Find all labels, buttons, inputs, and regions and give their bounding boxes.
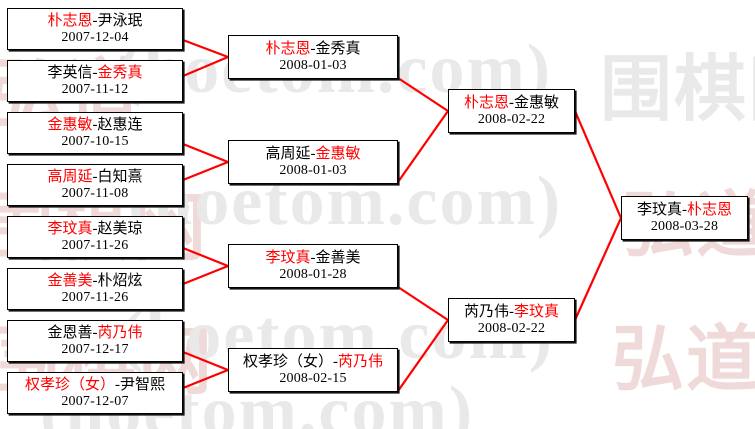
player-left: 李玟真 xyxy=(636,201,682,218)
separator: - xyxy=(92,64,98,81)
match-date: 2008-01-03 xyxy=(279,58,347,74)
player-right: 朴志恩 xyxy=(687,201,733,218)
match-date: 2007-11-08 xyxy=(61,186,129,202)
player-right: 尹智熙 xyxy=(120,376,166,393)
player-left: 朴志恩 xyxy=(265,40,311,57)
player-left: 李玟真 xyxy=(47,220,93,237)
match-date: 2007-11-26 xyxy=(61,238,129,254)
player-left: 朴志恩 xyxy=(463,94,509,111)
match-date: 2008-01-03 xyxy=(279,163,347,179)
separator: - xyxy=(92,168,98,185)
player-left: 李英信 xyxy=(47,64,93,81)
separator: - xyxy=(92,272,98,289)
player-right: 芮乃伟 xyxy=(338,353,384,370)
player-right: 尹泳珉 xyxy=(97,12,143,29)
match-box[interactable]: 金恩善-芮乃伟 2007-12-17 xyxy=(7,320,183,362)
match-players: 朴志恩-金秀真 xyxy=(265,41,360,57)
player-right: 芮乃伟 xyxy=(97,324,143,341)
match-box[interactable]: 朴志恩-尹泳珉 2007-12-04 xyxy=(7,8,183,50)
separator: - xyxy=(310,249,316,266)
watermark-text: 围棋网 xyxy=(600,50,755,130)
player-right: 李玟真 xyxy=(514,303,560,320)
match-box[interactable]: 李玟真-金善美 2008-01-28 xyxy=(228,244,398,288)
match-box[interactable]: 朴志恩-金惠敏 2008-02-22 xyxy=(448,89,575,133)
separator: - xyxy=(509,94,514,111)
match-players: 高周延-白知熹 xyxy=(47,169,142,185)
separator: - xyxy=(115,376,120,393)
player-right: 赵惠连 xyxy=(97,116,143,133)
separator: - xyxy=(682,201,687,218)
watermark-text: 弘道 xyxy=(612,320,755,400)
separator: - xyxy=(310,145,316,162)
separator: - xyxy=(509,303,514,320)
player-right: 金秀真 xyxy=(315,40,361,57)
match-players: 权孝珍（女）-尹智熙 xyxy=(25,377,165,393)
match-players: 权孝珍（女）-芮乃伟 xyxy=(243,354,383,370)
match-players: 李玟真-赵美琼 xyxy=(47,221,142,237)
match-date: 2007-11-12 xyxy=(61,82,129,98)
player-left: 金恩善 xyxy=(47,324,93,341)
match-box[interactable]: 金惠敏-赵惠连 2007-10-15 xyxy=(7,112,183,154)
match-date: 2007-12-04 xyxy=(61,30,129,46)
player-right: 朴炤炫 xyxy=(97,272,143,289)
match-box[interactable]: 朴志恩-金秀真 2008-01-03 xyxy=(228,35,398,79)
match-players: 金善美-朴炤炫 xyxy=(47,273,142,289)
match-date: 2008-02-22 xyxy=(477,321,546,337)
match-date: 2008-02-15 xyxy=(279,371,347,387)
match-box[interactable]: 李玟真-赵美琼 2007-11-26 xyxy=(7,216,183,258)
match-box[interactable]: 金善美-朴炤炫 2007-11-26 xyxy=(7,268,183,310)
match-players: 高周延-金惠敏 xyxy=(265,146,360,162)
match-players: 李玟真-朴志恩 xyxy=(637,202,732,218)
player-right: 白知熹 xyxy=(97,168,143,185)
player-left: 金善美 xyxy=(47,272,93,289)
match-players: 金恩善-芮乃伟 xyxy=(47,325,142,341)
player-left: 权孝珍（女） xyxy=(24,376,115,393)
player-left: 芮乃伟 xyxy=(463,303,509,320)
player-left: 权孝珍（女） xyxy=(242,353,333,370)
match-players: 朴志恩-尹泳珉 xyxy=(47,13,142,29)
match-date: 2007-12-07 xyxy=(61,394,129,410)
player-left: 朴志恩 xyxy=(47,12,93,29)
match-players: 李英信-金秀真 xyxy=(47,65,142,81)
player-left: 高周延 xyxy=(47,168,93,185)
separator: - xyxy=(92,324,98,341)
player-left: 李玟真 xyxy=(265,249,311,266)
separator: - xyxy=(92,220,98,237)
player-right: 金善美 xyxy=(315,249,361,266)
separator: - xyxy=(92,12,98,29)
match-box[interactable]: 权孝珍（女）-芮乃伟 2008-02-15 xyxy=(228,348,398,392)
match-box-final[interactable]: 李玟真-朴志恩 2008-03-28 xyxy=(621,196,748,240)
player-right: 赵美琼 xyxy=(97,220,143,237)
match-box[interactable]: 李英信-金秀真 2007-11-12 xyxy=(7,60,183,102)
separator: - xyxy=(310,40,316,57)
match-box[interactable]: 高周延-金惠敏 2008-01-03 xyxy=(228,140,398,184)
match-date: 2007-12-17 xyxy=(61,342,129,358)
separator: - xyxy=(92,116,98,133)
match-date: 2008-02-22 xyxy=(477,112,546,128)
player-right: 金惠敏 xyxy=(315,145,361,162)
player-right: 金惠敏 xyxy=(514,94,560,111)
match-date: 2008-01-28 xyxy=(279,267,347,283)
match-players: 李玟真-金善美 xyxy=(265,250,360,266)
player-right: 金秀真 xyxy=(97,64,143,81)
match-players: 芮乃伟-李玟真 xyxy=(464,304,559,320)
match-box[interactable]: 权孝珍（女）-尹智熙 2007-12-07 xyxy=(7,372,183,414)
player-left: 金惠敏 xyxy=(47,116,93,133)
match-players: 金惠敏-赵惠连 xyxy=(47,117,142,133)
match-box[interactable]: 芮乃伟-李玟真 2008-02-22 xyxy=(448,298,575,342)
match-date: 2007-11-26 xyxy=(61,290,129,306)
match-date: 2007-10-15 xyxy=(61,134,129,150)
separator: - xyxy=(333,353,338,370)
player-left: 高周延 xyxy=(265,145,311,162)
match-players: 朴志恩-金惠敏 xyxy=(464,95,559,111)
match-box[interactable]: 高周延-白知熹 2007-11-08 xyxy=(7,164,183,206)
match-date: 2008-03-28 xyxy=(650,219,719,235)
